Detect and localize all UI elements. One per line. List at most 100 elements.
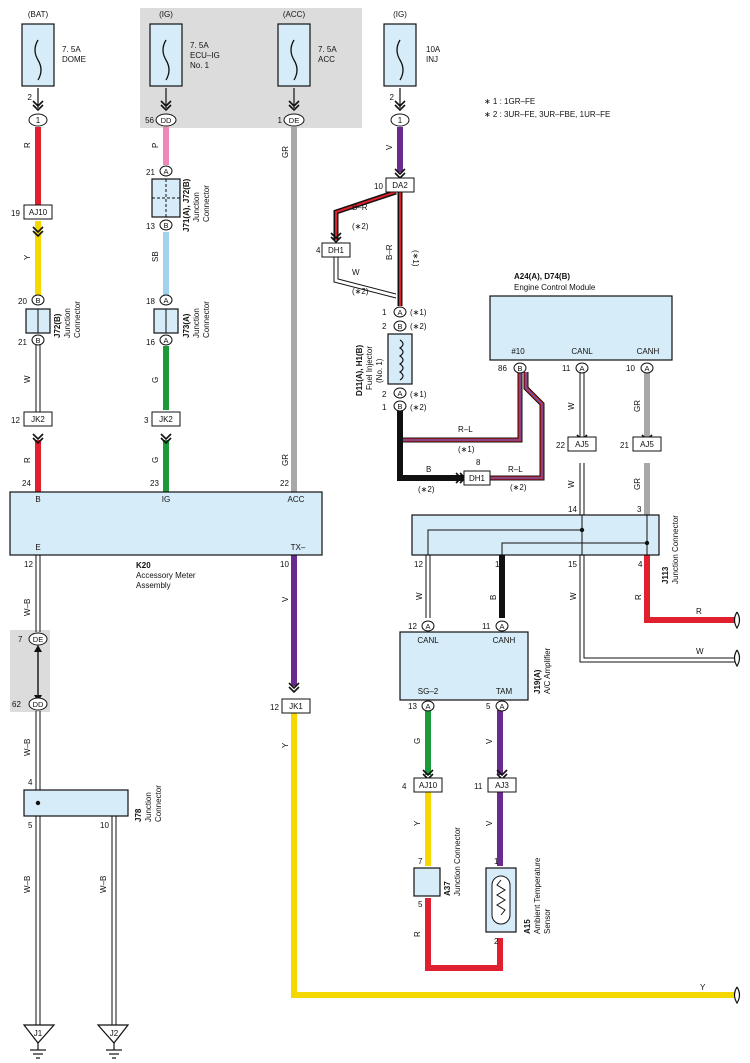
- svg-text:B: B: [397, 402, 402, 411]
- svg-text:19: 19: [11, 209, 20, 218]
- j113-junction: J113 Junction Connector 12 1 15 4 W B W …: [411, 514, 704, 656]
- svg-text:15: 15: [568, 560, 577, 569]
- svg-text:DH1: DH1: [469, 474, 486, 483]
- svg-text:1: 1: [382, 308, 387, 317]
- svg-text:(∗1): (∗1): [410, 308, 427, 317]
- svg-text:J2: J2: [110, 1029, 119, 1038]
- svg-text:56: 56: [145, 116, 154, 125]
- svg-text:A: A: [499, 622, 504, 631]
- svg-text:(∗2): (∗2): [510, 483, 527, 492]
- svg-text:Connector: Connector: [73, 301, 82, 338]
- svg-text:62: 62: [12, 700, 21, 709]
- svg-text:W: W: [569, 592, 578, 600]
- svg-text:ECU–IG: ECU–IG: [190, 51, 220, 60]
- svg-text:#10: #10: [511, 347, 525, 356]
- svg-text:TX–: TX–: [291, 543, 306, 552]
- svg-text:5: 5: [418, 900, 423, 909]
- svg-text:V: V: [485, 738, 494, 744]
- engine-control-module: A24(A), D74(B) Engine Control Module #10…: [489, 272, 673, 514]
- svg-text:GR: GR: [633, 400, 642, 412]
- col3-labels: GR GR 22 10 V 12 JK1 Y Y: [270, 146, 706, 992]
- svg-text:21: 21: [620, 441, 629, 450]
- svg-text:10: 10: [100, 821, 109, 830]
- svg-text:3: 3: [144, 416, 149, 425]
- svg-text:4: 4: [28, 778, 33, 787]
- svg-text:R: R: [23, 142, 32, 148]
- svg-text:B: B: [35, 336, 40, 345]
- svg-text:20: 20: [18, 297, 27, 306]
- svg-text:11: 11: [474, 782, 483, 791]
- svg-text:Junction Connector: Junction Connector: [453, 827, 462, 896]
- svg-text:(ACC): (ACC): [283, 10, 306, 19]
- svg-text:10: 10: [280, 560, 289, 569]
- svg-text:G: G: [413, 738, 422, 744]
- svg-text:12: 12: [270, 703, 279, 712]
- svg-text:A: A: [499, 702, 504, 711]
- svg-text:Junction Connector: Junction Connector: [671, 515, 680, 584]
- svg-text:(IG): (IG): [393, 10, 407, 19]
- svg-text:10: 10: [374, 182, 383, 191]
- svg-text:5: 5: [486, 702, 491, 711]
- svg-text:22: 22: [556, 441, 565, 450]
- svg-text:(BAT): (BAT): [28, 10, 49, 19]
- svg-text:J113: J113: [661, 566, 670, 584]
- svg-text:1: 1: [382, 403, 387, 412]
- svg-text:2: 2: [382, 390, 387, 399]
- svg-text:W: W: [567, 402, 576, 410]
- svg-text:B: B: [163, 221, 168, 230]
- svg-text:Junction: Junction: [63, 308, 72, 338]
- svg-text:W–B: W–B: [23, 599, 32, 616]
- svg-text:7. 5A: 7. 5A: [62, 45, 81, 54]
- svg-text:7: 7: [418, 857, 423, 866]
- svg-text:JK1: JK1: [289, 702, 303, 711]
- a37-junction: 7 5 A37 Junction Connector R: [413, 827, 462, 937]
- svg-text:DA2: DA2: [392, 181, 408, 190]
- svg-text:ACC: ACC: [288, 495, 305, 504]
- svg-text:13: 13: [408, 702, 417, 711]
- svg-text:10A: 10A: [426, 45, 441, 54]
- svg-text:W: W: [415, 592, 424, 600]
- svg-text:SG–2: SG–2: [418, 687, 439, 696]
- svg-text:14: 14: [568, 505, 577, 514]
- svg-text:A: A: [425, 622, 430, 631]
- svg-text:V: V: [385, 144, 394, 150]
- svg-text:(∗1): (∗1): [411, 250, 420, 267]
- col4-injector: V 10 DA2 B–R (∗2) B–R (∗1) 4 DH1 W (∗2) …: [316, 144, 527, 494]
- svg-text:W: W: [23, 375, 32, 383]
- svg-text:A: A: [644, 364, 649, 373]
- svg-text:GR: GR: [281, 454, 290, 466]
- svg-text:W: W: [567, 480, 576, 488]
- svg-text:AJ10: AJ10: [419, 781, 438, 790]
- svg-text:P: P: [151, 143, 160, 148]
- svg-text:No. 1: No. 1: [190, 61, 210, 70]
- fuse-ecu-ig: (IG) 7. 5A ECU–IG No. 1 56 DD: [145, 10, 220, 127]
- svg-text:12: 12: [11, 416, 20, 425]
- svg-text:23: 23: [150, 479, 159, 488]
- svg-text:B: B: [517, 364, 522, 373]
- svg-text:13: 13: [146, 222, 155, 231]
- svg-text:DD: DD: [33, 700, 44, 709]
- svg-text:21: 21: [18, 338, 27, 347]
- svg-text:2: 2: [494, 937, 499, 946]
- svg-text:Engine Control Module: Engine Control Module: [514, 283, 596, 292]
- svg-text:Y: Y: [23, 254, 32, 260]
- svg-text:1: 1: [36, 116, 41, 125]
- svg-text:ACC: ACC: [318, 55, 335, 64]
- svg-text:12: 12: [414, 560, 423, 569]
- svg-text:R: R: [413, 931, 422, 937]
- svg-text:A: A: [579, 364, 584, 373]
- svg-text:V: V: [281, 596, 290, 602]
- svg-text:W: W: [696, 647, 704, 656]
- svg-text:W–B: W–B: [99, 876, 108, 893]
- svg-text:JK2: JK2: [159, 415, 173, 424]
- svg-text:B–R: B–R: [385, 244, 394, 260]
- j78-junction: 5 10 J78 Junction Connector W–B W–B: [23, 785, 163, 893]
- svg-text:11: 11: [562, 364, 571, 373]
- svg-text:B–R: B–R: [352, 203, 368, 212]
- svg-text:A: A: [425, 702, 430, 711]
- svg-text:2: 2: [28, 93, 33, 102]
- svg-text:22: 22: [280, 479, 289, 488]
- svg-text:Y: Y: [281, 742, 290, 748]
- svg-text:18: 18: [146, 297, 155, 306]
